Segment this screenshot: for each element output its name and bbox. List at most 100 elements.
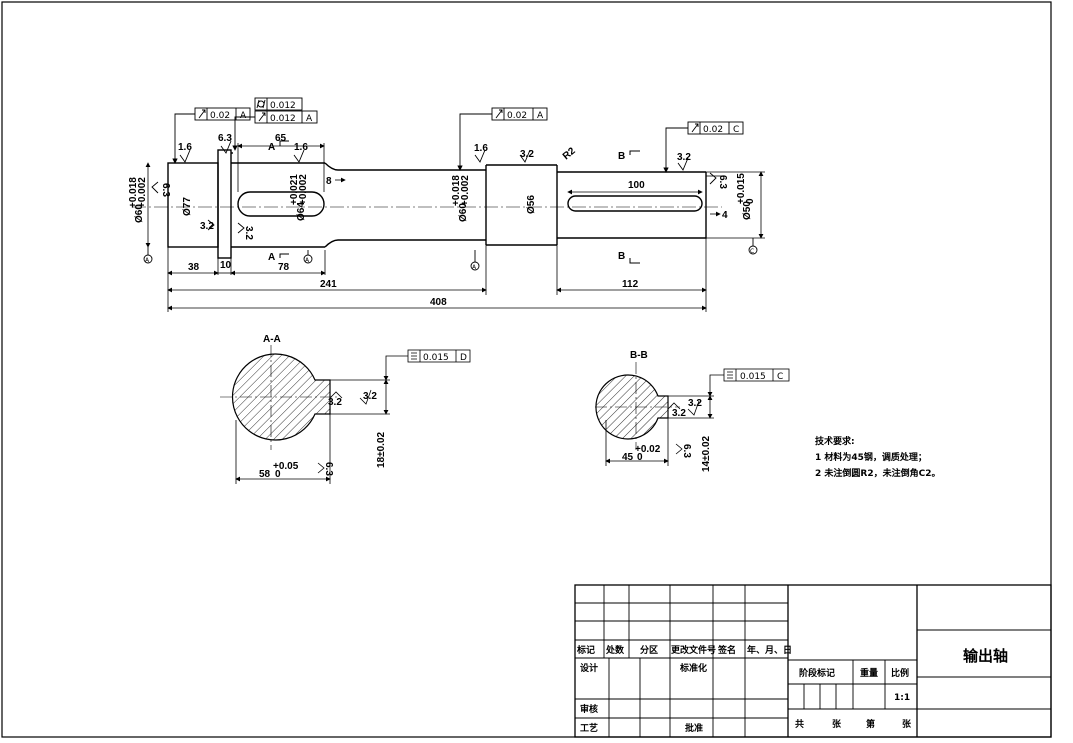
section-a-a-title: A-A bbox=[263, 334, 281, 345]
bb-depth-tol-up: +0.02 bbox=[635, 444, 661, 455]
notes-line-1: 1 材料为45钢，调质处理； bbox=[815, 451, 927, 463]
dim-65: 65 bbox=[275, 133, 287, 144]
dim-d60-mid-tol-up: +0.018 bbox=[451, 175, 462, 206]
gdt-runout-a-value: 0.02 bbox=[210, 111, 230, 121]
bb-rough-63: 6.3 bbox=[681, 444, 692, 458]
datum-label-a-right: A bbox=[472, 264, 477, 271]
dim-d50: Ø50 bbox=[742, 201, 753, 220]
tb-standardize: 标准化 bbox=[679, 662, 707, 674]
section-label-a-bottom: A bbox=[268, 252, 275, 263]
tb-sheets: 张 bbox=[832, 718, 842, 730]
tb-scale-value: 1:1 bbox=[894, 693, 910, 703]
rough-32-b: 3.2 bbox=[677, 152, 691, 163]
aa-depth-dim: 58 bbox=[259, 469, 271, 480]
gdt-runout-d-value: 0.02 bbox=[703, 125, 723, 135]
gdt-runout-c-datum: A bbox=[537, 111, 544, 121]
section-label-b-bottom: B bbox=[618, 251, 625, 262]
dim-408: 408 bbox=[430, 297, 447, 308]
rough-63-a: 6.3 bbox=[218, 133, 232, 144]
dim-d60-left-tol-lo: +0.002 bbox=[137, 177, 148, 208]
gdt-runout-b-value: 0.012 bbox=[270, 114, 296, 124]
roughness-symbols bbox=[151, 140, 717, 234]
bb-depth-tol-lo: 0 bbox=[637, 452, 643, 463]
tb-review: 审核 bbox=[580, 703, 598, 715]
tb-total: 共 bbox=[795, 718, 804, 730]
dim-d56: Ø56 bbox=[526, 195, 537, 214]
aa-depth-tol-up: +0.05 bbox=[273, 461, 299, 472]
gdt-runout-d-datum: C bbox=[733, 125, 739, 135]
bb-sym-datum: C bbox=[777, 372, 783, 382]
bb-rough-32-b: 3.2 bbox=[688, 398, 702, 409]
dim-8: 8 bbox=[326, 176, 332, 187]
dim-d60-mid: Ø60 bbox=[458, 203, 469, 222]
part-name: 输出轴 bbox=[963, 647, 1008, 665]
title-block bbox=[574, 584, 1052, 738]
rough-32-a: 3.2 bbox=[520, 149, 534, 160]
gdt-cyl-value: 0.012 bbox=[270, 101, 296, 111]
bb-width-dim: 14±0.02 bbox=[701, 435, 712, 472]
tb-stage-mark: 阶段标记 bbox=[799, 667, 835, 679]
dim-d64: Ø64 bbox=[296, 202, 307, 221]
section-a-a bbox=[220, 345, 471, 484]
dimension-lines bbox=[145, 143, 765, 312]
aa-sym-value: 0.015 bbox=[423, 353, 449, 363]
dim-78: 78 bbox=[278, 262, 290, 273]
rough-16-a: 1.6 bbox=[178, 142, 192, 153]
tb-weight: 重量 bbox=[860, 667, 878, 679]
notes-line-2: 2 未注倒圆R2，未注倒角C2。 bbox=[815, 467, 940, 479]
section-label-b-top: B bbox=[618, 151, 625, 162]
tb-no: 第 bbox=[866, 718, 875, 730]
rough-32-c: 3.2 bbox=[200, 221, 214, 232]
drawing-frame bbox=[1, 1, 1052, 738]
dim-d50-tol-lo: 0 bbox=[745, 198, 756, 204]
aa-sym-datum: D bbox=[460, 353, 467, 363]
dim-d60-mid-tol-lo: +0.002 bbox=[460, 175, 471, 206]
gdt-runout-a-datum: A bbox=[240, 111, 247, 121]
gdt-runout-b-datum: A bbox=[306, 114, 313, 124]
dim-d64-tol-lo: +0.002 bbox=[298, 174, 309, 205]
aa-depth-tol-lo: 0 bbox=[275, 469, 281, 480]
gdt-frames bbox=[143, 97, 758, 271]
rough-16-b: 1.6 bbox=[294, 142, 308, 153]
aa-width-dim: 18±0.02 bbox=[376, 431, 387, 468]
tb-doc-no: 更改文件号 bbox=[671, 644, 716, 656]
dim-10: 10 bbox=[220, 260, 232, 271]
dim-d60-left-tol-up: +0.018 bbox=[128, 177, 139, 208]
dim-38: 38 bbox=[188, 262, 200, 273]
tb-mark: 标记 bbox=[576, 644, 595, 656]
dim-d60-left: Ø60 bbox=[134, 204, 145, 223]
section-b-b-title: B-B bbox=[630, 350, 648, 361]
bb-rough-32-a: 3.2 bbox=[672, 408, 686, 419]
notes-heading: 技术要求: bbox=[815, 435, 855, 447]
aa-rough-32-b: 3.2 bbox=[363, 391, 377, 402]
dim-112: 112 bbox=[622, 279, 639, 290]
section-b-b bbox=[595, 362, 790, 466]
tb-process: 工艺 bbox=[580, 722, 598, 734]
bb-depth-dim: 45 bbox=[622, 452, 634, 463]
dim-241: 241 bbox=[320, 279, 337, 290]
tb-sign: 签名 bbox=[717, 644, 736, 656]
tb-date: 年、月、日 bbox=[747, 644, 792, 656]
datum-label-a-left: A bbox=[145, 257, 150, 264]
dim-d50-tol-up: +0.015 bbox=[736, 173, 747, 204]
rough-32-d: 3.2 bbox=[243, 226, 254, 240]
rough-63-b: 6.3 bbox=[160, 183, 171, 197]
tb-sheet: 张 bbox=[902, 718, 912, 730]
datum-label-a-mid: A bbox=[305, 257, 310, 264]
datum-label-c: C bbox=[750, 248, 754, 255]
shaft-main-view bbox=[132, 149, 722, 259]
rough-16-c: 1.6 bbox=[474, 143, 488, 154]
tb-approve: 批准 bbox=[685, 722, 703, 734]
dim-d64-tol-up: +0.021 bbox=[289, 174, 300, 205]
rough-63-c: 6.3 bbox=[717, 175, 728, 189]
bb-sym-value: 0.015 bbox=[740, 372, 766, 382]
dim-100: 100 bbox=[628, 180, 645, 191]
gdt-runout-c-value: 0.02 bbox=[507, 111, 527, 121]
dim-d77: Ø77 bbox=[182, 197, 193, 216]
aa-rough-63: 6.3 bbox=[323, 462, 334, 476]
dim-4: 4 bbox=[722, 210, 728, 221]
tb-zone: 分区 bbox=[640, 644, 658, 656]
tb-design: 设计 bbox=[580, 662, 598, 674]
tb-scale-label: 比例 bbox=[891, 667, 909, 679]
